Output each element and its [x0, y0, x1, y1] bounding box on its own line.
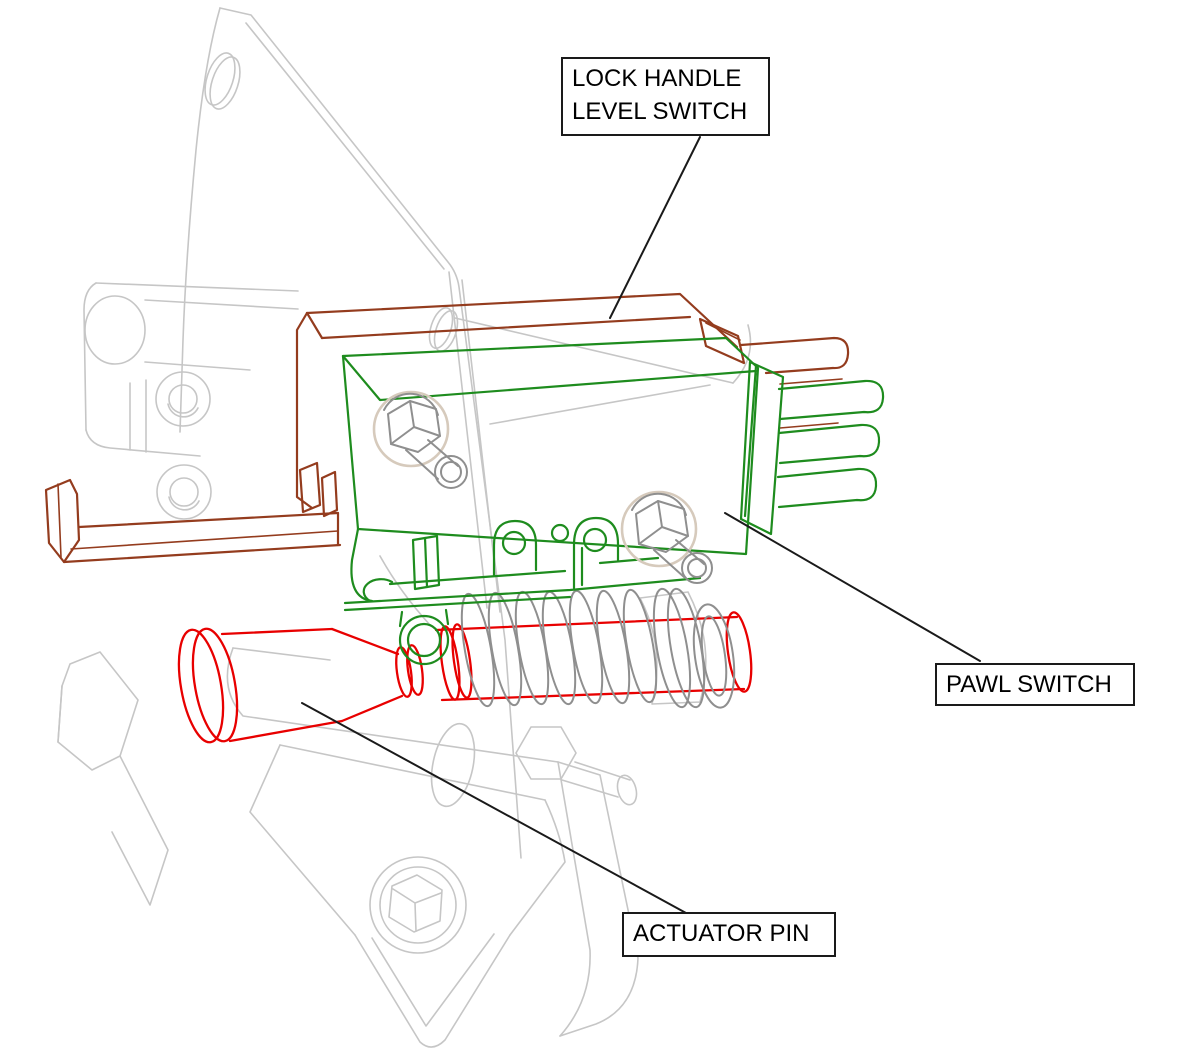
pawl-switch: [341, 336, 885, 666]
label-lock-handle-level-switch: LOCK HANDLE LEVEL SWITCH: [561, 57, 770, 136]
label-pawl-switch: PAWL SWITCH: [935, 663, 1135, 706]
label-actuator-pin: ACTUATOR PIN: [622, 912, 836, 957]
pawl-mechanism: [57, 555, 707, 1048]
label-text: LOCK HANDLE: [572, 65, 742, 92]
leader-pawl-switch: [724, 512, 981, 662]
hinge-bracket: [83, 282, 299, 520]
label-text: ACTUATOR PIN: [633, 920, 810, 947]
leader-lock-handle-level-switch: [609, 136, 701, 319]
return-spring: [460, 588, 658, 708]
actuator-pin: [177, 611, 753, 744]
switch-plunger-upper: [372, 390, 468, 489]
retaining-clip: [692, 603, 736, 709]
label-text: LEVEL SWITCH: [572, 98, 748, 125]
washer-stack: [652, 587, 706, 709]
leader-actuator-pin: [301, 702, 687, 914]
lock-handle-level-switch: [44, 292, 850, 564]
label-text: PAWL SWITCH: [946, 671, 1112, 698]
switch-plunger-lower: [620, 490, 713, 584]
